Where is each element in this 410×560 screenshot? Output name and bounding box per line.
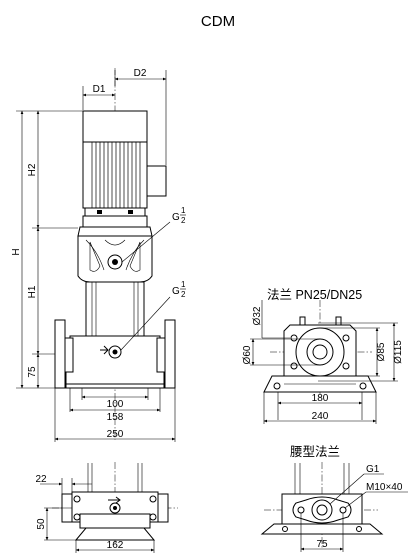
dim-phi85: Ø85 (376, 342, 387, 361)
dim-h2: H2 (27, 163, 38, 176)
dim-162: 162 (107, 540, 124, 551)
port-lower-g: G (172, 286, 180, 297)
dim-phi115: Ø115 (393, 340, 404, 364)
port-upper-den: 2 (181, 216, 186, 225)
dim-phi32: Ø32 (252, 306, 263, 325)
pump-stack (85, 281, 145, 337)
dim-158: 158 (107, 412, 124, 423)
pump-base (65, 335, 165, 389)
waist-flange-view: 腰型法兰 G1 M10×40 75 (260, 445, 408, 552)
waist-g1-label: G1 (366, 464, 380, 475)
dim-22: 22 (35, 474, 47, 485)
flange-view: 法兰 PN25/DN25 180 240 Ø60 (242, 288, 404, 424)
waist-bolt-label: M10×40 (366, 482, 403, 493)
port-lower-den: 2 (181, 290, 186, 299)
waist-base (260, 523, 384, 535)
dim-250: 250 (107, 429, 124, 440)
dim-180: 180 (312, 393, 329, 404)
bottom-left-view: 22 50 162 (35, 462, 178, 553)
dim-240: 240 (312, 411, 329, 422)
flange-heading: 法兰 PN25/DN25 (267, 288, 362, 302)
dim-50: 50 (36, 518, 47, 530)
dim-h: H (11, 248, 22, 255)
drawing-title: CDM (201, 13, 235, 30)
waist-heading: 腰型法兰 (290, 445, 340, 459)
left-flange (54, 319, 66, 389)
dim-h1: H1 (27, 285, 38, 298)
dim-phi60: Ø60 (242, 345, 253, 364)
terminal-box (146, 165, 167, 197)
dim-100: 100 (107, 399, 124, 410)
dim-d2: D2 (134, 68, 147, 79)
port-upper-g: G (172, 212, 180, 223)
front-view: D1 D2 H H2 H1 75 G 1 2 G 1 2 100 (11, 68, 186, 442)
motor-body (82, 141, 148, 209)
dim-75-front: 75 (27, 366, 38, 378)
dim-d1: D1 (93, 84, 106, 95)
bottom-base (74, 527, 156, 541)
port-lower-num: 1 (181, 280, 186, 289)
port-upper-num: 1 (181, 206, 186, 215)
motor-flange (84, 207, 146, 217)
right-flange (164, 319, 176, 389)
dim-75-waist: 75 (316, 539, 328, 550)
motor-fins (91, 142, 141, 208)
motor-fan-cover (82, 110, 148, 143)
